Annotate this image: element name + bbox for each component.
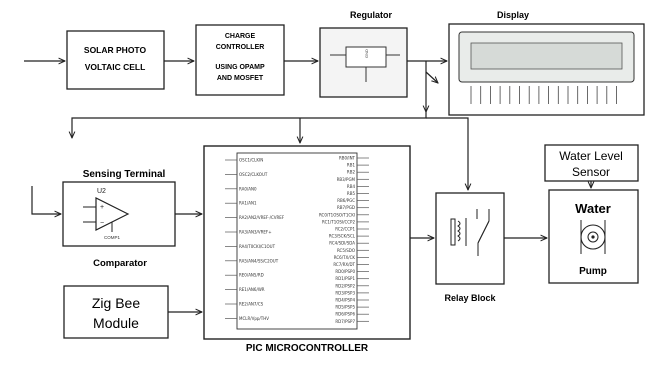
pic-right-pin-label: RC3/SCK/SCL xyxy=(329,234,356,239)
pic-right-pin-label: RB3/PGM xyxy=(337,177,356,182)
pic-right-pin-label: RD2/PSP2 xyxy=(335,283,355,288)
pic-right-pin-label: RB5 xyxy=(347,191,356,196)
comparator-caption: Comparator xyxy=(93,258,147,269)
pic-left-pin-label: RE2/AN7/CS xyxy=(239,302,264,307)
pic-left-pin-label: RE1/AN6/WR xyxy=(239,287,265,292)
water-pump-block: Water Pump xyxy=(548,189,639,284)
pic-microcontroller-block: OSC1/CLKIN OSC2/CLKOUT RA0/AN0RA1/AN1RA2/A… xyxy=(203,145,411,354)
power-to-comparator-arrow xyxy=(72,112,427,138)
charge-label-line4: AND MOSFET xyxy=(217,75,264,82)
pic-left-pin-label: RA3/AN3/VREF+ xyxy=(239,230,272,235)
zigbee-label-line1: Zig Bee xyxy=(92,295,140,311)
svg-text:+: + xyxy=(100,204,104,211)
pic-right-pin-label: RB6/PGC xyxy=(337,198,355,203)
pic-right-pin-label: RD4/PSP4 xyxy=(335,298,355,303)
pic-left-pin-label: OSC2/CLKOUT xyxy=(239,172,268,177)
svg-text:−: − xyxy=(100,220,104,227)
lcd-display-block: Display xyxy=(448,10,645,116)
pic-left-pins: OSC1/CLKIN OSC2/CLKOUT RA0/AN0RA1/AN1RA2/A… xyxy=(225,158,285,321)
pic-right-pin-label: RD3/PSP3 xyxy=(335,290,355,295)
pic-right-pin-label: RB0/INT xyxy=(339,156,356,161)
pump-caption: Pump xyxy=(579,266,607,277)
pic-right-pin-label: RD1/PSP1 xyxy=(335,276,355,281)
pic-right-pin-label: RC2/CCP1 xyxy=(335,227,355,232)
pic-right-pin-label: RC1/T1OSI/CCP2 xyxy=(322,219,355,224)
pic-right-pin-label: RD7/PSP7 xyxy=(335,319,355,324)
comparator-block: Sensing Terminal U2 + − COMP1 Comparator xyxy=(62,169,176,269)
display-title: Display xyxy=(497,10,529,20)
pic-left-pin-label: OSC1/CLKIN xyxy=(239,158,263,163)
pic-right-pin-label: RC7/RX/DT xyxy=(333,262,355,267)
zigbee-label-line2: Module xyxy=(93,315,139,331)
solar-label-line2: VOLTAIC CELL xyxy=(85,62,146,72)
pic-left-pin-label: RE0/AN5/RD xyxy=(239,273,264,278)
pic-right-pin-label: RB4 xyxy=(347,184,356,189)
pic-right-pin-label: RD6/PSP6 xyxy=(335,312,355,317)
zigbee-module-block: Zig Bee Module xyxy=(63,285,169,339)
pic-right-pin-label: RB2 xyxy=(347,170,356,175)
relay-caption: Relay Block xyxy=(444,293,496,303)
water-level-sensor-block: Water Level Sensor xyxy=(544,144,639,182)
sensor-label-line1: Water Level xyxy=(559,149,623,163)
comparator-part-label: COMP1 xyxy=(104,235,121,240)
pic-right-pin-label: RB7/PGD xyxy=(337,205,355,210)
solar-cell-block: SOLAR PHOTO VOLTAIC CELL xyxy=(66,30,165,90)
charge-label-line1: CHARGE xyxy=(225,33,256,40)
pic-left-pin-label: RA5/AN4/SS/C2OUT xyxy=(239,258,279,263)
charge-controller-block: CHARGE CONTROLLER USING OPAMP AND MOSFET xyxy=(195,24,285,96)
relay-coil-icon xyxy=(450,218,467,246)
lcd-pin-row xyxy=(470,86,617,104)
pic-right-pin-label: RC6/TX/CK xyxy=(334,255,356,260)
pic-title: PIC MICROCONTROLLER xyxy=(246,343,369,354)
regulator-gnd-pin: GND xyxy=(364,49,369,58)
pic-left-pin-label: RA0/AN0 xyxy=(239,186,257,191)
regulator-title: Regulator xyxy=(350,10,393,20)
sense-input-arrow xyxy=(31,186,61,214)
pic-left-pin-label: RA1/AN1 xyxy=(239,201,257,206)
pic-right-pin-label: RD5/PSP5 xyxy=(335,305,355,310)
sensing-title: Sensing Terminal xyxy=(83,169,166,180)
pic-left-pin-label: RA4/T0CKI/C1OUT xyxy=(239,244,276,249)
comparator-chip-ref: U2 xyxy=(97,188,106,195)
charge-label-line3: USING OPAMP xyxy=(215,64,265,71)
pic-right-pin-label: RB1 xyxy=(347,163,356,168)
relay-switch-icon xyxy=(476,209,490,256)
pic-right-pin-label: RC5/SDO xyxy=(337,248,355,253)
pic-left-pin-label: RA2/AN2/VREF-/CVREF xyxy=(239,215,285,220)
pic-right-pin-label: RC4/SDI/SDA xyxy=(329,241,355,246)
pic-left-pin-label: MCLR/Vpp/THV xyxy=(239,316,269,321)
sensor-label-line2: Sensor xyxy=(572,165,610,179)
connection-arrows xyxy=(24,61,591,312)
pump-motor-icon xyxy=(580,220,606,254)
pic-right-pin-label: RD0/PSP0 xyxy=(335,269,355,274)
power-to-relay-arrow xyxy=(426,117,468,190)
pic-right-pin-label: RC0/T1OSO/T1CKI xyxy=(319,212,355,217)
regulator-block: Regulator GND xyxy=(319,10,408,98)
charge-label-line2: CONTROLLER xyxy=(216,44,265,51)
solar-label-line1: SOLAR PHOTO xyxy=(84,45,147,55)
relay-block: Relay Block xyxy=(435,192,505,303)
pump-title: Water xyxy=(575,201,611,216)
